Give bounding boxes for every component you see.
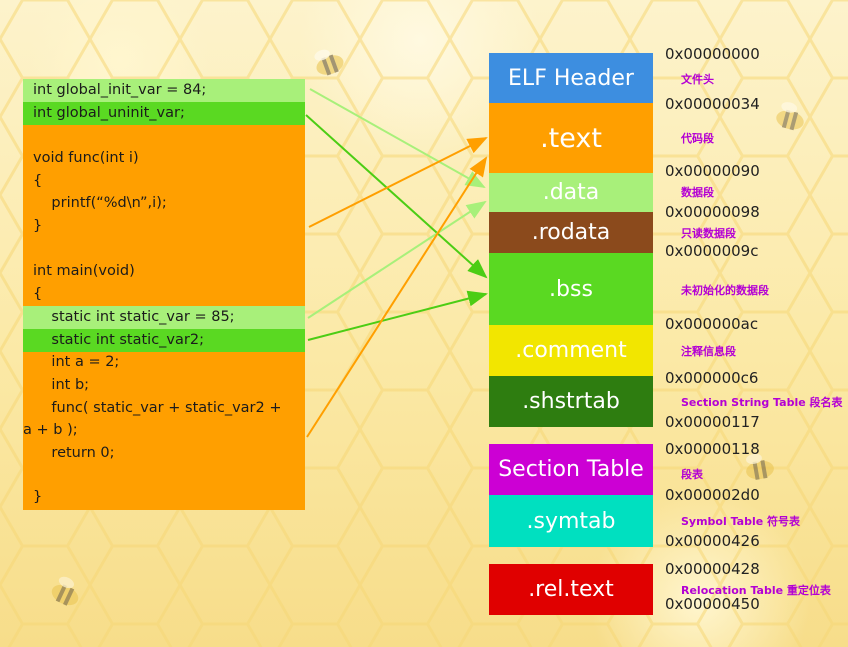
code-line: {: [33, 286, 43, 302]
code-line-global-uninit: int global_uninit_var;: [23, 102, 305, 125]
code-line: }: [33, 218, 43, 234]
address-label: 0x00000450: [665, 595, 760, 613]
code-line: a + b );: [23, 422, 78, 438]
address-label: 0x00000090: [665, 162, 760, 180]
code-line-static-var: static int static_var = 85;: [23, 306, 305, 329]
section-note: Symbol Table 符号表: [681, 515, 801, 528]
code-line: [23, 465, 305, 488]
section-note: 文件头: [681, 73, 714, 86]
code-line: [23, 238, 305, 261]
code-line: [23, 125, 305, 148]
code-line-main-signature: int main(void): [33, 263, 135, 279]
address-label: 0x00000117: [665, 413, 760, 431]
code-line-printf: printf(“%d\n”,i);: [33, 195, 167, 211]
section-note: 注释信息段: [681, 345, 736, 358]
section-note: Section String Table 段名表: [681, 396, 843, 409]
code-line: {: [33, 173, 43, 189]
section-data: .data: [489, 173, 653, 212]
address-label: 0x00000118: [665, 440, 760, 458]
section-note: 代码段: [681, 132, 714, 145]
address-label: 0x00000426: [665, 532, 760, 550]
section-note: 只读数据段: [681, 227, 736, 240]
address-label: 0x00000000: [665, 45, 760, 63]
code-line: int a = 2;: [33, 354, 120, 370]
section-bss: .bss: [489, 253, 653, 325]
code-line-func-signature: void func(int i): [33, 150, 139, 166]
code-line-func-call: func( static_var + static_var2 +: [33, 400, 282, 416]
section-rel-text: .rel.text: [489, 564, 653, 615]
section-note: 数据段: [681, 186, 714, 199]
section-shstrtab: .shstrtab: [489, 376, 653, 427]
code-line-global-init: int global_init_var = 84;: [23, 79, 305, 102]
source-code-panel: int global_init_var = 84; int global_uni…: [23, 79, 305, 510]
address-label: 0x000002d0: [665, 486, 760, 504]
address-label: 0x00000428: [665, 560, 760, 578]
section-elf-header: ELF Header: [489, 53, 653, 103]
section-section-table: Section Table: [489, 444, 653, 495]
section-note: Relocation Table 重定位表: [681, 584, 831, 597]
section-symtab: .symtab: [489, 495, 653, 547]
code-line-return: return 0;: [33, 445, 115, 461]
section-rodata: .rodata: [489, 212, 653, 253]
section-comment: .comment: [489, 325, 653, 376]
section-note: 段表: [681, 468, 703, 481]
code-line: }: [33, 489, 43, 505]
code-line-static-var2: static int static_var2;: [23, 329, 305, 352]
address-label: 0x000000c6: [665, 369, 759, 387]
address-label: 0x00000098: [665, 203, 760, 221]
section-text: .text: [489, 103, 653, 173]
address-label: 0x0000009c: [665, 242, 759, 260]
code-line: int b;: [33, 377, 90, 393]
address-label: 0x00000034: [665, 95, 760, 113]
section-note: 未初始化的数据段: [681, 284, 769, 297]
address-label: 0x000000ac: [665, 315, 759, 333]
